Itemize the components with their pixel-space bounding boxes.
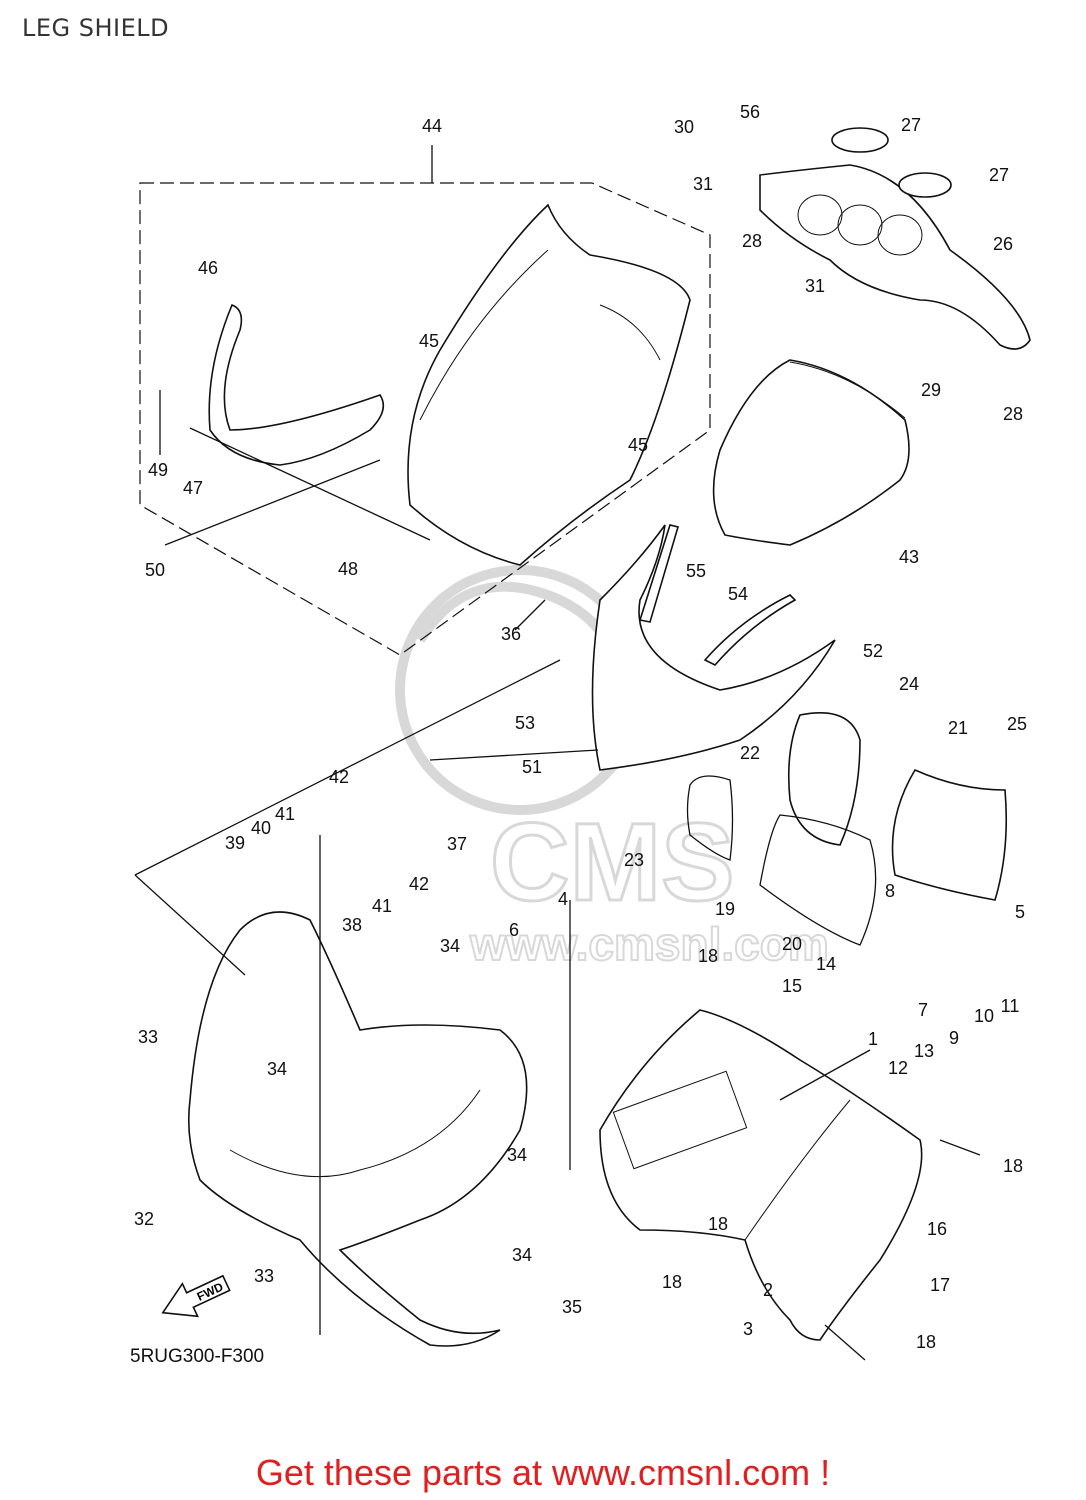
- part-label-33: 33: [254, 1266, 274, 1286]
- glove-box-21: [891, 768, 1008, 901]
- part-label-48: 48: [338, 559, 358, 579]
- part-label-13: 13: [914, 1041, 934, 1061]
- part-label-12: 12: [888, 1058, 908, 1078]
- inner-panel-51: [591, 524, 836, 771]
- part-label-54: 54: [728, 584, 748, 604]
- part-label-39: 39: [225, 833, 245, 853]
- part-label-8: 8: [885, 881, 895, 901]
- part-label-50: 50: [145, 560, 165, 580]
- part-label-55: 55: [686, 561, 706, 581]
- part-label-4: 4: [558, 889, 568, 909]
- part-label-23: 23: [624, 850, 644, 870]
- part-label-33: 33: [138, 1027, 158, 1047]
- cover-27b: [898, 172, 952, 198]
- part-label-1: 1: [868, 1029, 878, 1049]
- part-label-51: 51: [522, 757, 542, 777]
- part-label-36: 36: [501, 624, 521, 644]
- leader-lines: [134, 390, 981, 1361]
- fwd-arrow: FWD: [161, 1274, 231, 1318]
- part-label-45: 45: [419, 331, 439, 351]
- front-cover-32: [187, 911, 528, 1347]
- part-label-18: 18: [662, 1272, 682, 1292]
- part-label-14: 14: [816, 954, 836, 974]
- part-label-49: 49: [148, 460, 168, 480]
- footer-link[interactable]: Get these parts at www.cmsnl.com !: [255, 1452, 831, 1493]
- seal-23: [686, 775, 734, 861]
- part-label-16: 16: [927, 1219, 947, 1239]
- part-label-42: 42: [329, 767, 349, 787]
- part-label-27: 27: [901, 115, 921, 135]
- part-label-34: 34: [512, 1245, 532, 1265]
- visor-46: [208, 303, 385, 466]
- part-label-15: 15: [782, 976, 802, 996]
- seal-19: [759, 814, 877, 946]
- page-title: LEG SHIELD: [22, 14, 170, 42]
- part-label-19: 19: [715, 899, 735, 919]
- part-label-11: 11: [1001, 996, 1020, 1016]
- watermark-cms-text: CMS: [490, 801, 734, 924]
- part-label-28: 28: [742, 231, 762, 251]
- part-label-32: 32: [134, 1209, 154, 1229]
- part-label-18: 18: [708, 1214, 728, 1234]
- part-label-46: 46: [198, 258, 218, 278]
- part-label-3: 3: [743, 1319, 753, 1339]
- part-label-10: 10: [974, 1006, 994, 1026]
- trim-55: [638, 524, 680, 623]
- part-label-27: 27: [989, 165, 1009, 185]
- part-label-20: 20: [782, 934, 802, 954]
- part-label-6: 6: [509, 920, 519, 940]
- part-label-18: 18: [1003, 1156, 1023, 1176]
- part-label-52: 52: [863, 641, 883, 661]
- part-label-42: 42: [409, 874, 429, 894]
- part-label-22: 22: [740, 743, 760, 763]
- part-label-31: 31: [693, 174, 713, 194]
- part-label-7: 7: [918, 1000, 928, 1020]
- trim-54: [703, 594, 797, 666]
- pocket-lid-22: [787, 711, 861, 846]
- part-label-41: 41: [372, 896, 392, 916]
- part-label-18: 18: [698, 946, 718, 966]
- part-label-56: 56: [740, 102, 760, 122]
- part-label-34: 34: [267, 1059, 287, 1079]
- part-label-30: 30: [674, 117, 694, 137]
- part-label-5: 5: [1015, 902, 1025, 922]
- part-label-43: 43: [899, 547, 919, 567]
- part-label-24: 24: [899, 674, 919, 694]
- part-label-29: 29: [921, 380, 941, 400]
- part-label-28: 28: [1003, 404, 1023, 424]
- part-label-35: 35: [562, 1297, 582, 1317]
- part-label-45: 45: [628, 435, 648, 455]
- part-label-34: 34: [507, 1145, 527, 1165]
- part-label-26: 26: [993, 234, 1013, 254]
- leg-shield-1: [599, 1009, 923, 1341]
- part-label-31: 31: [805, 276, 825, 296]
- handle-cover-26: [759, 164, 1031, 350]
- part-label-37: 37: [447, 834, 467, 854]
- group-44-boundary: [139, 182, 711, 656]
- part-label-34: 34: [440, 936, 460, 956]
- part-label-47: 47: [183, 478, 203, 498]
- part-label-40: 40: [251, 818, 271, 838]
- cover-27a: [831, 127, 889, 153]
- part-label-9: 9: [949, 1028, 959, 1048]
- part-label-2: 2: [763, 1280, 773, 1300]
- part-label-25: 25: [1007, 714, 1027, 734]
- part-label-38: 38: [342, 915, 362, 935]
- part-label-41: 41: [275, 804, 295, 824]
- front-cover-43: [712, 359, 910, 546]
- part-label-17: 17: [930, 1275, 950, 1295]
- part-label-21: 21: [948, 718, 968, 738]
- windshield-part: [407, 203, 691, 566]
- watermark-url-text: www.cmsnl.com: [469, 918, 829, 970]
- part-label-44: 44: [422, 116, 442, 136]
- part-label-53: 53: [515, 713, 535, 733]
- diagram-code: 5RUG300-F300: [130, 1346, 265, 1367]
- part-label-18: 18: [916, 1332, 936, 1352]
